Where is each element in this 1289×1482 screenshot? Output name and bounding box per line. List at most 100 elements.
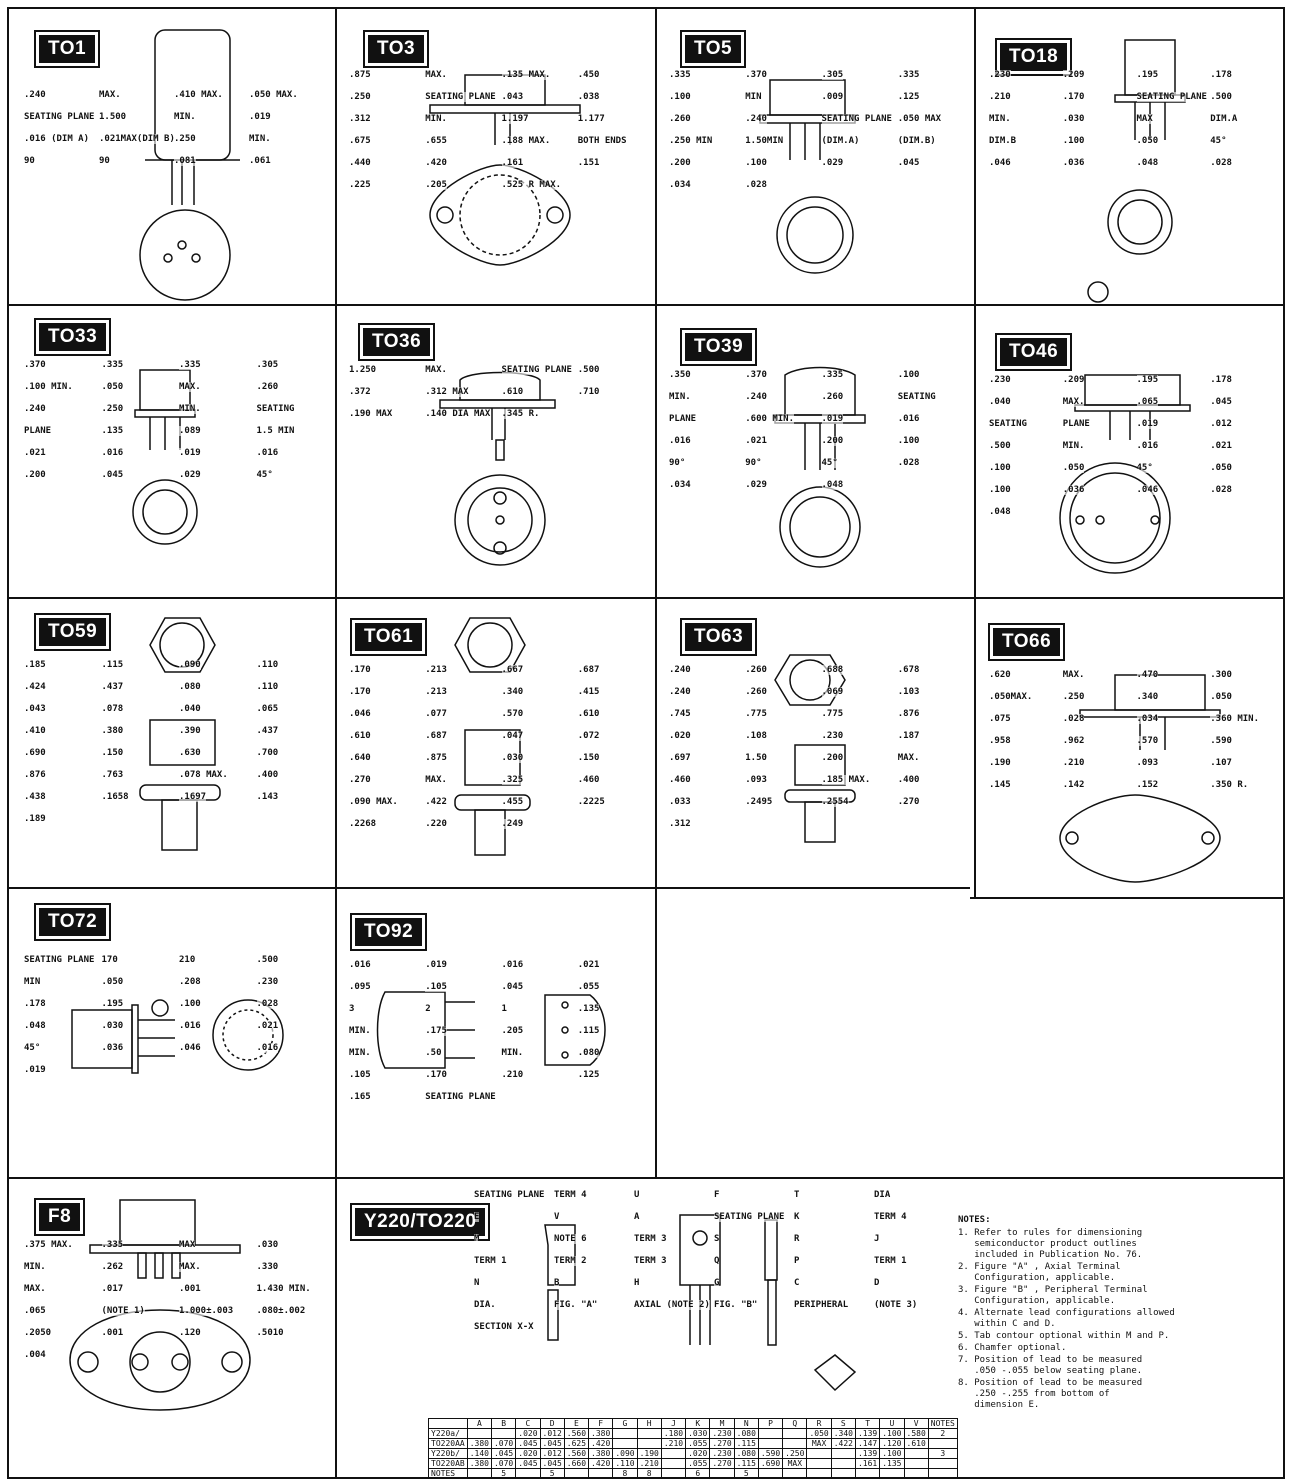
dimension-label: 1.197: [501, 114, 529, 124]
dimension-label: .019: [821, 414, 844, 424]
dimension-label: .335: [897, 70, 920, 80]
dimension-label: PLANE: [669, 414, 697, 424]
table-header: T: [854, 1418, 881, 1429]
dimension-label: .189: [24, 814, 46, 824]
table-cell: [830, 1448, 856, 1459]
table-cell: .147: [854, 1438, 881, 1449]
dimension-label: .046: [349, 709, 371, 719]
table-cell: [806, 1468, 832, 1479]
table-cell: .045: [539, 1458, 565, 1469]
dimension-label: F: [714, 1190, 720, 1200]
dimension-label: .415: [577, 687, 600, 697]
table-header: J: [660, 1418, 687, 1429]
dimension-label: .230: [821, 731, 844, 741]
dimension-label: MAX.: [179, 382, 201, 392]
table-cell: [660, 1468, 687, 1479]
dimension-label: .100: [669, 92, 691, 102]
drawing-to72: [71, 999, 284, 1074]
dimension-label: .190 MAX: [349, 409, 393, 419]
dimension-label: .50: [425, 1048, 442, 1058]
dimension-label: .170: [425, 1070, 447, 1080]
table-cell: .100: [879, 1428, 905, 1439]
table-header: N: [733, 1418, 759, 1429]
table-header: M: [709, 1418, 735, 1429]
dimension-label: K: [794, 1212, 800, 1222]
dimension-label: .080: [577, 1048, 600, 1058]
dimension-label: .330: [256, 1262, 279, 1272]
dimension-label: (NOTE 1): [101, 1306, 145, 1316]
table-cell: .070: [490, 1458, 517, 1469]
dimension-label: .400: [897, 775, 920, 785]
table-cell: [612, 1438, 638, 1449]
table-cell: .420: [588, 1438, 614, 1449]
dimension-label: .050: [1062, 463, 1085, 473]
table-cell: .610: [903, 1438, 929, 1449]
dimension-label: SEATING PLANE: [24, 112, 95, 122]
dimension-label: SECTION X-X: [474, 1322, 534, 1332]
dimension-label: .500: [256, 955, 279, 965]
table-cell: [757, 1468, 784, 1479]
dimension-label: .697: [669, 753, 691, 763]
table-cell: [588, 1468, 614, 1479]
package-label-to3: TO3: [362, 30, 430, 68]
table-cell: [806, 1458, 832, 1469]
dimension-label: MIN.: [425, 114, 447, 124]
dimension-label: .095: [349, 982, 371, 992]
table-cell: NOTES: [428, 1468, 468, 1479]
dimension-label: .962: [1062, 736, 1085, 746]
table-cell: .115: [733, 1438, 759, 1449]
table-cell: [660, 1458, 687, 1469]
dimension-label: .875: [349, 70, 371, 80]
dimension-label: .050: [1136, 136, 1159, 146]
note-item: 6. Chamfer optional.: [958, 1343, 1067, 1353]
dimension-label: MAX.: [1062, 397, 1085, 407]
dimension-label: .078 MAX.: [179, 770, 228, 780]
dimension-label: .033: [669, 797, 691, 807]
dimension-label: 45°: [256, 470, 273, 480]
dimension-label: .200: [821, 753, 844, 763]
dimension-label: .1697: [179, 792, 207, 802]
dimension-label: R: [794, 1234, 800, 1244]
dimension-label: .046: [989, 158, 1011, 168]
table-header: V: [903, 1418, 929, 1429]
dimension-label: .335: [101, 1240, 124, 1250]
dimension-label: .240: [24, 90, 46, 100]
dimension-label: .240: [24, 404, 46, 414]
table-cell: .020: [515, 1448, 541, 1459]
package-label-to66: TO66: [987, 623, 1066, 661]
package-label-to18: TO18: [994, 38, 1073, 76]
dimension-label: .195: [1136, 375, 1159, 385]
table-cell: .270: [709, 1438, 735, 1449]
package-label-to63: TO63: [679, 618, 758, 656]
dimension-label: .370: [24, 360, 46, 370]
dimension-label: .438: [24, 792, 46, 802]
dimension-label: .360 MIN.: [1210, 714, 1260, 724]
table-cell: .560: [563, 1448, 590, 1459]
dimension-label: MIN.: [249, 134, 271, 144]
dimension-label: .048: [24, 1021, 46, 1031]
package-label-to72: TO72: [33, 903, 112, 941]
table-row: TO220AA.380.070.045.045.625.420.210.055.…: [428, 1438, 958, 1449]
dimension-label: .440: [349, 158, 371, 168]
table-cell: [709, 1468, 735, 1479]
dimension-label: .875: [425, 753, 447, 763]
dimension-label: A: [634, 1212, 640, 1222]
dimension-label: .1658: [101, 792, 129, 802]
dimension-label: .093: [1136, 758, 1159, 768]
dimension-label: .370: [745, 70, 767, 80]
table-cell: [806, 1448, 832, 1459]
dimension-label: MIN: [24, 977, 41, 987]
table-cell: .139: [854, 1428, 881, 1439]
dimension-label: N: [474, 1278, 480, 1288]
dimension-label: .208: [179, 977, 201, 987]
dimension-label: .178: [1210, 70, 1232, 80]
dimension-label: .178: [1210, 375, 1232, 385]
table-header: R: [806, 1418, 832, 1429]
table-cell: .090: [612, 1448, 638, 1459]
table-cell: .190: [636, 1448, 662, 1459]
table-header: A: [466, 1418, 492, 1429]
dimension-label: 1.250: [349, 365, 377, 375]
dimension-label: .667: [501, 665, 524, 675]
dimension-label: .045: [501, 982, 524, 992]
